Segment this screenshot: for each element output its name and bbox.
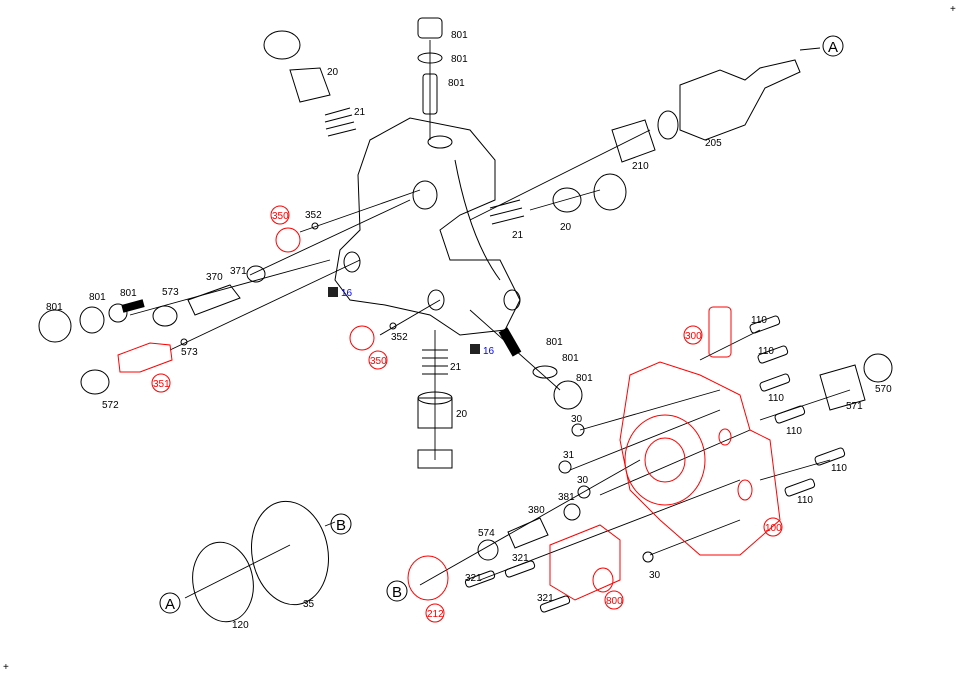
corner-mark: + [3, 662, 9, 673]
red-callout-circles [151, 205, 783, 623]
pump-body-100 [619, 361, 781, 556]
callout-572: 572 [102, 400, 119, 411]
callout-801: 801 [546, 337, 563, 348]
callout-120: 120 [232, 620, 249, 631]
callout-30: 30 [649, 570, 661, 581]
callout-573: 573 [181, 347, 198, 358]
sleeve-571 [819, 364, 866, 411]
pump-head-housing [334, 117, 521, 336]
spring-21-top [324, 107, 357, 137]
callout-30: 30 [571, 414, 583, 425]
reference-label-b: B [336, 517, 346, 534]
callout-35: 35 [303, 599, 315, 610]
reference-circle-a [159, 592, 181, 614]
plug-801-left [38, 299, 145, 343]
callout-571: 571 [846, 401, 863, 412]
screws-110 [749, 315, 846, 497]
callout-20: 20 [456, 409, 468, 420]
seals-30-31 [558, 423, 654, 563]
callout-110: 110 [758, 346, 774, 357]
gasket-212 [407, 555, 449, 601]
spring-21-low [422, 349, 448, 375]
reference-label-a: A [828, 39, 838, 56]
callout-381: 381 [558, 492, 575, 503]
callout-110: 110 [831, 463, 847, 474]
callout-801: 801 [89, 292, 106, 303]
callout-20: 20 [560, 222, 572, 233]
reference-circle-b [330, 513, 352, 535]
set-screw-16 [470, 344, 480, 354]
screws-321 [464, 560, 571, 613]
connector-205 [657, 59, 801, 141]
callout-20: 20 [327, 67, 339, 78]
callout-31: 31 [563, 450, 575, 461]
callout-801: 801 [451, 30, 468, 41]
fitting-300 [708, 306, 732, 358]
plug-350-red [275, 222, 397, 351]
callout-210: 210 [632, 161, 649, 172]
valve-351-red [80, 338, 188, 395]
callout-321: 321 [537, 593, 554, 604]
callout-30: 30 [577, 475, 589, 486]
callout-574: 574 [478, 528, 495, 539]
piston-20-top [263, 30, 331, 103]
callout-21: 21 [354, 107, 366, 118]
metering-unit-800 [549, 524, 621, 601]
cap-570 [863, 353, 893, 383]
reference-circle-a [822, 35, 844, 57]
callout-321: 321 [512, 553, 529, 564]
callout-110: 110 [751, 315, 767, 326]
callout-800: 800 [606, 596, 623, 607]
callout-21: 21 [450, 362, 462, 373]
callout-21: 21 [512, 230, 524, 241]
valve-370 [152, 265, 266, 327]
callout-205: 205 [705, 138, 722, 149]
callout-380: 380 [528, 505, 545, 516]
callout-16: 16 [341, 288, 353, 299]
plug-801-mid [498, 327, 583, 410]
plug-801-top [417, 17, 443, 115]
callout-321: 321 [465, 573, 482, 584]
leader-lines [129, 40, 851, 599]
callout-350: 350 [272, 211, 289, 222]
callout-801: 801 [562, 353, 579, 364]
callout-573: 573 [162, 287, 179, 298]
callout-801: 801 [46, 302, 63, 313]
callout-370: 370 [206, 272, 223, 283]
valve-380 [477, 517, 549, 561]
tappet-20-low [417, 391, 453, 469]
reference-label-b: B [392, 584, 402, 601]
sleeve-210 [611, 119, 656, 163]
corner-mark: + [950, 4, 956, 15]
spring-21-right [489, 199, 525, 225]
callout-350: 350 [370, 356, 387, 367]
callout-801: 801 [448, 78, 465, 89]
callout-371: 371 [230, 266, 247, 277]
callout-300: 300 [685, 331, 702, 342]
callout-352: 352 [391, 332, 408, 343]
reference-label-a: A [165, 596, 175, 613]
coupling-20-right [552, 173, 627, 213]
callout-110: 110 [786, 426, 802, 437]
o-rings [192, 500, 329, 623]
callout-801: 801 [451, 54, 468, 65]
callout-801: 801 [120, 288, 137, 299]
callout-212: 212 [427, 609, 444, 620]
callout-801: 801 [576, 373, 593, 384]
callout-110: 110 [768, 393, 784, 404]
callout-16: 16 [483, 346, 495, 357]
callout-100: 100 [765, 523, 782, 534]
callout-352: 352 [305, 210, 322, 221]
callout-351: 351 [153, 379, 170, 390]
set-screw-16 [328, 287, 338, 297]
callout-110: 110 [797, 495, 813, 506]
callout-570: 570 [875, 384, 892, 395]
reference-circle-b [386, 580, 408, 602]
